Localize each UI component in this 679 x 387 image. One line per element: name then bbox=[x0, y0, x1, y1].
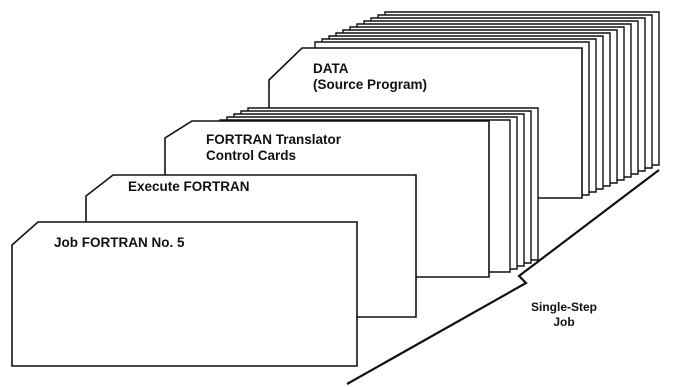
job-card bbox=[11, 221, 358, 367]
job-card-label: Job FORTRAN No. 5 bbox=[54, 235, 185, 251]
execute-card-title: Execute FORTRAN bbox=[128, 179, 250, 194]
translator-card-title: FORTRAN Translator bbox=[206, 132, 342, 147]
bracket-icon bbox=[346, 169, 660, 385]
job-card-title: Job FORTRAN No. 5 bbox=[54, 235, 185, 250]
data-card-subtitle: (Source Program) bbox=[313, 77, 428, 92]
data-card-label: DATA (Source Program) bbox=[313, 61, 427, 93]
translator-card-label: FORTRAN Translator Control Cards bbox=[206, 132, 341, 164]
translator-card-subtitle: Control Cards bbox=[206, 148, 297, 163]
single-step-job-label: Single-Step Job bbox=[528, 300, 600, 330]
execute-card-label: Execute FORTRAN bbox=[128, 179, 250, 195]
single-step-job-line1: Single-Step bbox=[530, 300, 597, 314]
single-step-job-line2: Job bbox=[553, 315, 575, 329]
data-card-title: DATA bbox=[313, 61, 349, 76]
